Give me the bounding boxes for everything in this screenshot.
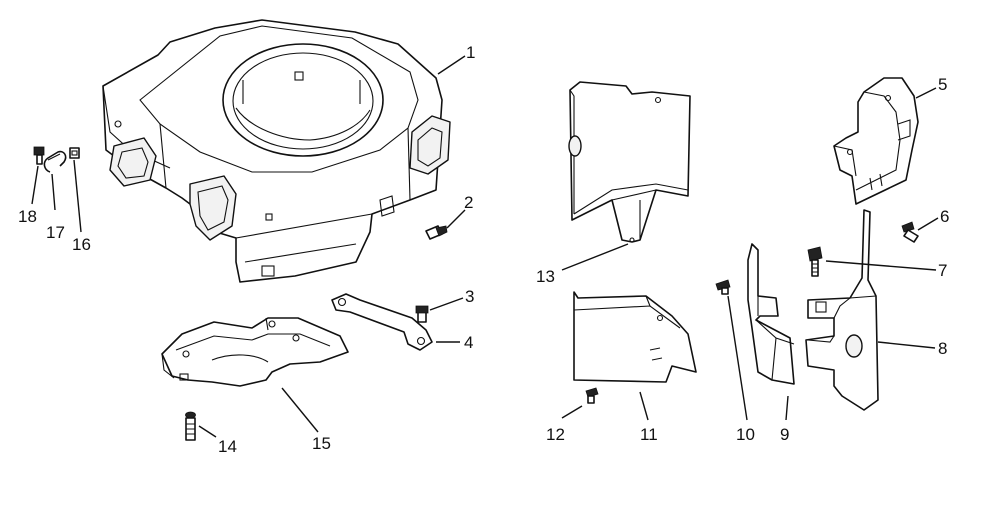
blower-housing [102, 19, 451, 283]
callout-17: 17 [46, 223, 65, 242]
bracket-part-4 [331, 293, 433, 351]
screw-part-3 [415, 305, 429, 323]
shroud-part-13 [568, 81, 691, 243]
callout-labels: 1 2 3 4 5 6 7 8 9 10 11 12 13 14 15 16 1… [18, 43, 949, 456]
bolt-part-7 [807, 246, 823, 277]
callout-14: 14 [218, 437, 237, 456]
bracket-part-5 [833, 77, 919, 205]
callout-10: 10 [736, 425, 755, 444]
callout-3: 3 [465, 287, 474, 306]
screw-part-6 [901, 221, 919, 243]
callout-6: 6 [940, 207, 949, 226]
callout-12: 12 [546, 425, 565, 444]
callout-16: 16 [72, 235, 91, 254]
screw-part-12 [585, 387, 599, 404]
shroud-part-11 [573, 291, 697, 383]
callout-11: 11 [640, 425, 658, 444]
callout-18: 18 [18, 207, 37, 226]
callout-2: 2 [464, 193, 473, 212]
screw-part-18 [33, 146, 45, 165]
callout-13: 13 [536, 267, 555, 286]
callout-5: 5 [938, 75, 947, 94]
callout-1: 1 [466, 43, 475, 62]
bracket-part-9 [747, 243, 795, 385]
leader-lines [31, 55, 939, 438]
callout-8: 8 [938, 339, 947, 358]
clip-part-17 [43, 150, 67, 173]
callout-4: 4 [464, 333, 473, 352]
shroud-part-8 [805, 209, 879, 411]
screw-part-2 [425, 225, 448, 240]
screw-part-10 [715, 279, 731, 295]
callout-15: 15 [312, 434, 331, 453]
callout-9: 9 [780, 425, 789, 444]
base-plate-part-15 [161, 317, 349, 387]
nut-part-16 [69, 147, 80, 159]
callout-7: 7 [938, 261, 947, 280]
stud-part-14 [185, 411, 196, 441]
